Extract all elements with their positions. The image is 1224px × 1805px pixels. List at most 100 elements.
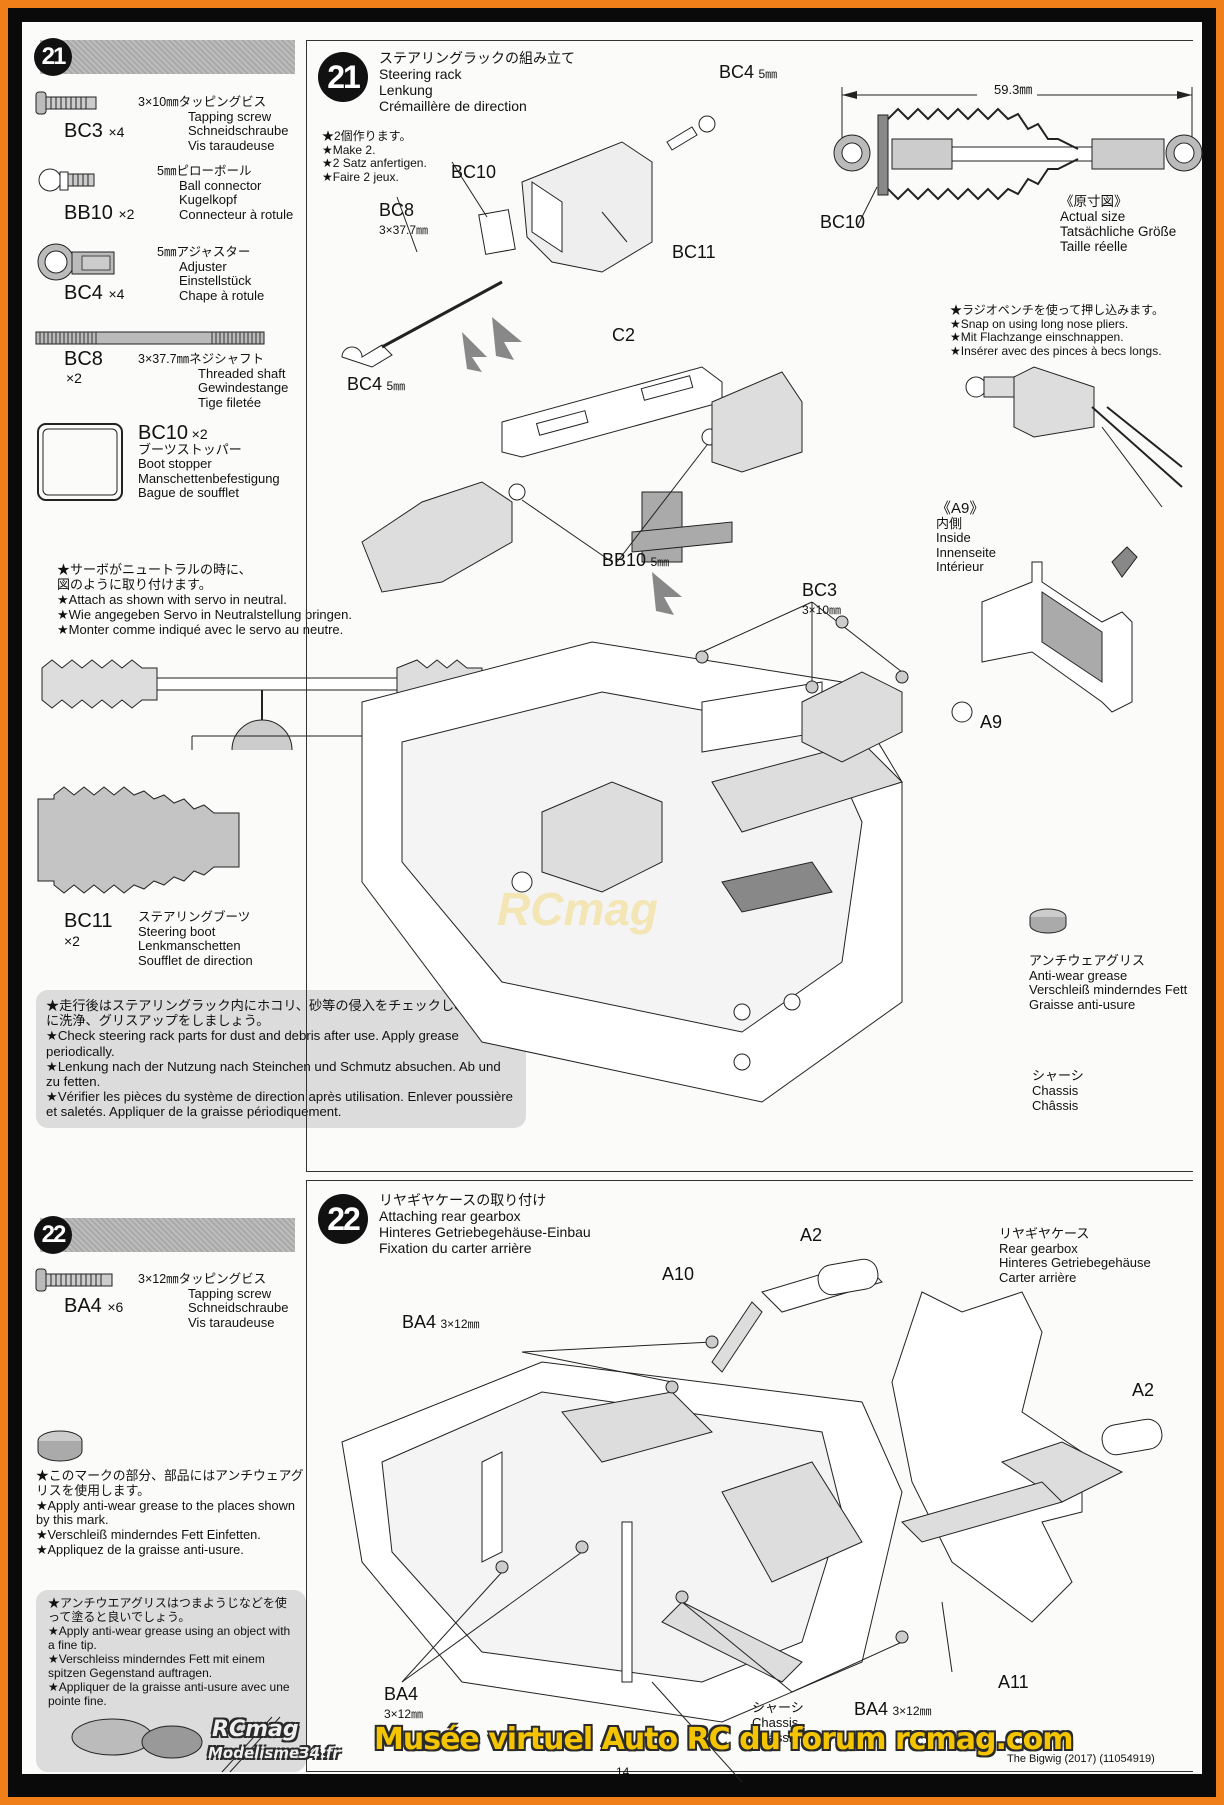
part-name-jp: 3×37.7㎜ネジシャフト <box>138 352 265 366</box>
grease-tin-icon <box>37 1430 83 1462</box>
step21-panel <box>306 40 1193 1172</box>
label-text: BC3 <box>802 580 838 600</box>
part-code-text: BC3 <box>64 120 103 142</box>
title-jp: リヤギヤケースの取り付け <box>379 1192 547 1208</box>
part-code: BC11×2 <box>64 910 113 949</box>
rcmag-logo: RCmag <box>212 1717 299 1742</box>
note-line: ★Insérer avec des pinces à becs longs. <box>950 343 1162 358</box>
part-description: 5㎜ピローボール Ball connector Kugelkopf Connec… <box>157 164 293 222</box>
title-en: Attaching rear gearbox <box>379 1208 521 1224</box>
step21-parts-header <box>40 40 295 74</box>
adjuster-icon <box>37 243 115 281</box>
label-line: リヤギヤケース <box>999 1226 1090 1241</box>
forum-watermark-banner: Musée virtuel Auto RC du forum rcmag.com <box>374 1722 1074 1757</box>
anti-wear-grease-label: アンチウェアグリス Anti-wear grease Verschleiß mi… <box>1029 953 1188 1012</box>
a9-inside-diagram <box>981 546 1138 713</box>
callout-a10: A10 <box>662 1264 695 1284</box>
label-size: 3×12㎜ <box>384 1707 424 1721</box>
note-line: ★Monter comme indiqué avec le servo au n… <box>57 622 344 637</box>
part-name-jp: 3×12㎜タッピングビス <box>138 1272 267 1286</box>
steering-link-diagram <box>361 317 803 593</box>
screw-icon <box>35 91 97 115</box>
note-line: 図のように取り付けます。 <box>57 577 212 592</box>
callout-a11: A11 <box>998 1672 1029 1692</box>
part-name-jp: 5㎜ピローボール <box>157 164 252 178</box>
title-jp: ステアリングラックの組み立て <box>379 50 575 66</box>
note-line: ★ラジオペンチを使って押し込みます。 <box>950 303 1164 317</box>
part-code-text: BC4 <box>64 282 103 304</box>
note-line: ★Appliquer de la graisse anti-usure avec… <box>48 1680 290 1708</box>
label-size: 3×12㎜ <box>892 1704 932 1718</box>
part-name-fr: Vis taraudeuse <box>188 1314 275 1330</box>
label-line: Chassis <box>752 1715 799 1730</box>
part-description: 5㎜アジャスター Adjuster Einstellstück Chape à … <box>157 245 264 303</box>
step21-number-badge-large: 21 <box>318 52 368 102</box>
title-de: Hinteres Getriebegehäuse-Einbau <box>379 1224 591 1240</box>
part-code: BA4 ×6 <box>64 1295 123 1318</box>
title-de: Lenkung <box>379 82 433 98</box>
label-line: Châssis <box>1032 1098 1079 1113</box>
part-description: 3×37.7㎜ネジシャフト Threaded shaft Gewindestan… <box>138 352 288 410</box>
label-line: 《A9》 <box>936 500 985 517</box>
callout-bc4-left: BC4 5㎜ <box>347 374 405 395</box>
actual-size-label: 《原寸図》 Actual size Tatsächliche Größe Tai… <box>1060 194 1176 254</box>
rear-gearbox-diagram <box>341 1258 1163 1783</box>
title-fr: Crémaillère de direction <box>379 98 527 114</box>
step21-title: ステアリングラックの組み立て Steering rack Lenkung Cré… <box>379 50 575 114</box>
note-line: ★Attach as shown with servo in neutral. <box>57 592 287 607</box>
label-line: Inside <box>936 530 971 545</box>
note-line: ★2個作ります。 <box>322 129 412 143</box>
label-text: BC4 <box>719 62 755 82</box>
callout-bc10: BC10 <box>451 162 497 182</box>
page-number: 14 <box>616 1765 630 1779</box>
note-line: ★Wie angegeben Servo in Neutralstellung … <box>57 607 352 622</box>
label-text: BB10 <box>602 550 647 570</box>
part-name-fr: Soufflet de direction <box>138 952 253 968</box>
part-qty: ×4 <box>108 286 125 302</box>
note-line: ★サーボがニュートラルの時に、 <box>57 562 252 577</box>
grease-tip-note: ★アンチウエアグリスはつまようじなどを使って塗ると良いでしょう。 ★Apply … <box>36 1590 306 1772</box>
callout-a9: A9 <box>980 712 1003 732</box>
a9-inside-label: 《A9》 内側 Inside Innenseite Intérieur <box>936 500 996 575</box>
callout-ba4-bottom: BA4 3×12㎜ <box>854 1699 932 1720</box>
label-line: Intérieur <box>936 559 984 574</box>
part-name-de: Manschettenbefestigung <box>138 470 280 486</box>
label-line: Graisse anti-usure <box>1029 996 1136 1012</box>
label-line: Verschleiß minderndes Fett <box>1029 982 1188 997</box>
label-text: BA4 <box>402 1312 437 1332</box>
manual-page: 21 BC3 ×4 3×10㎜タッピングビス Tapping screw Sch… <box>22 22 1203 1783</box>
label-line: Châssis <box>752 1730 799 1745</box>
note-line: ★Check steering rack parts for dust and … <box>46 1028 459 1059</box>
label-text: BA4 <box>854 1699 889 1719</box>
part-name-fr: Bague de soufflet <box>138 485 239 500</box>
maintenance-note: ★走行後はステアリングラック内にホコリ、砂等の侵入をチェックし、定期的に洗浄、グ… <box>36 990 526 1128</box>
part-name-de: Einstellstück <box>179 273 252 288</box>
label-line: Anti-wear grease <box>1029 967 1128 983</box>
callout-a2-top: A2 <box>800 1225 823 1245</box>
model-footer: The Bigwig (2017) (11054919) <box>1007 1753 1155 1765</box>
part-code: BC3 ×4 <box>64 120 124 143</box>
label-line: アンチウェアグリス <box>1029 953 1145 968</box>
rear-gearbox-label: リヤギヤケース Rear gearbox Hinteres Getriebege… <box>999 1226 1151 1285</box>
part-code: BC4 ×4 <box>64 282 124 305</box>
part-name-jp: 5㎜アジャスター <box>157 245 251 259</box>
make-two-note: ★2個作ります。 ★Make 2. ★2 Satz anfertigen. ★F… <box>322 129 427 184</box>
part-name-fr: Connecteur à rotule <box>179 206 294 222</box>
step22-parts-header <box>40 1218 295 1252</box>
note-line: ★このマークの部分、部品にはアンチウェアグリスを使用します。 <box>36 1468 304 1498</box>
part-name-jp: ブーツストッパー <box>138 441 242 457</box>
grease-application-icon <box>71 1716 281 1773</box>
threaded-shaft-icon <box>35 331 265 345</box>
label-line: Hinteres Getriebegehäuse <box>999 1255 1151 1270</box>
note-line: ★走行後はステアリングラック内にホコリ、砂等の侵入をチェックし、定期的に洗浄、グ… <box>46 998 507 1029</box>
grease-mark-note: ★このマークの部分、部品にはアンチウェアグリスを使用します。 ★Apply an… <box>36 1468 306 1558</box>
callout-bc11: BC11 <box>672 242 716 262</box>
label-line: シャーシ <box>1032 1068 1084 1083</box>
part-name-de: Gewindestange <box>198 380 289 395</box>
boot-stopper-icon <box>37 423 123 501</box>
part-code: BB10 ×2 <box>64 202 134 225</box>
label-line: Tatsächliche Größe <box>1060 224 1177 239</box>
part-name-en: Tapping screw <box>188 108 272 124</box>
label-text: BC4 <box>347 374 383 394</box>
